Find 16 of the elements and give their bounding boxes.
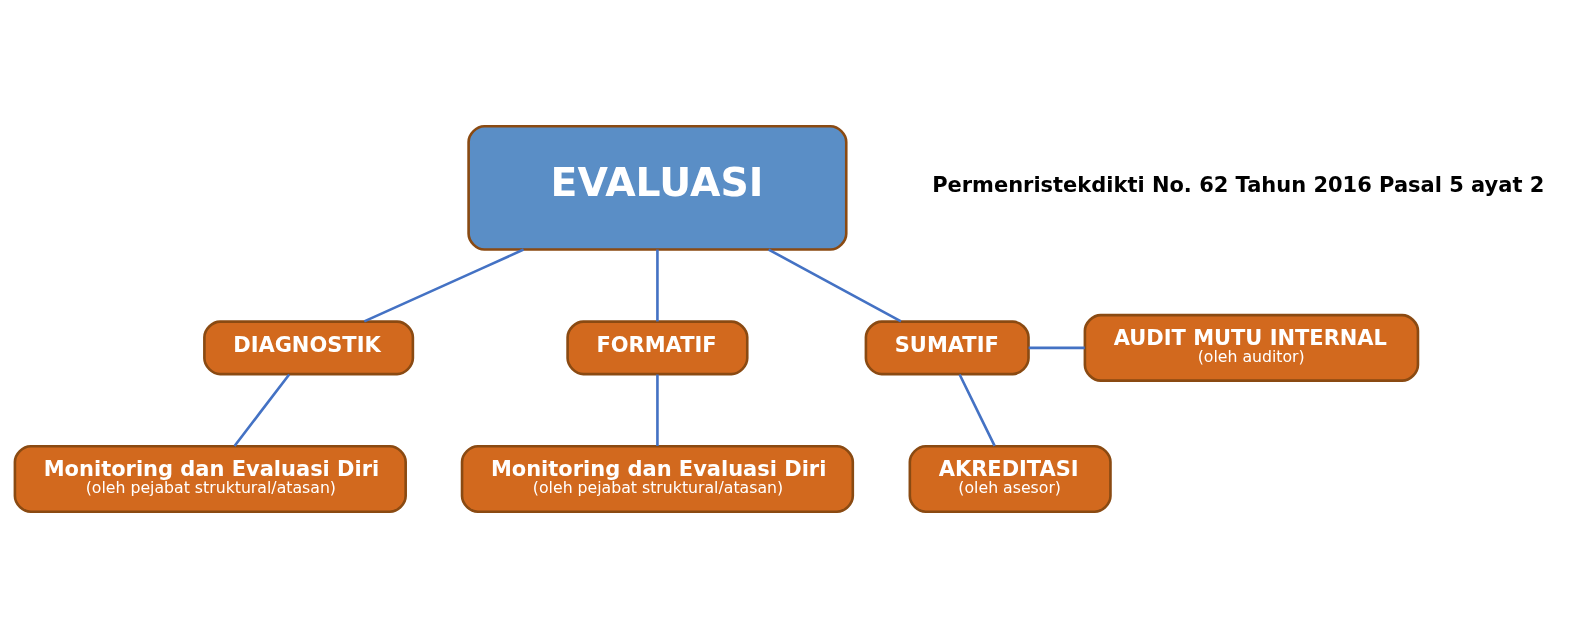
connector	[363, 248, 525, 323]
node-box: EVALUASI	[467, 124, 848, 251]
node-box: Monitoring dan Evaluasi Diri (oleh pejabat struktural/atasan)	[13, 444, 407, 514]
node-box: DIAGNOSTIK	[203, 320, 415, 376]
node-box: Monitoring dan Evaluasi Diri (oleh pejabat struktural/atasan)	[460, 444, 855, 514]
connector	[233, 373, 291, 447]
label: Permenristekdikti No. 62 Tahun 2016 Pasal 5 ayat 2	[932, 172, 1545, 197]
node-box: AKREDITASI (oleh asesor)	[908, 444, 1112, 514]
connector	[1028, 346, 1085, 350]
connector	[768, 248, 902, 323]
connector	[656, 374, 659, 446]
node-box: AUDIT MUTU INTERNAL (oleh auditor)	[1083, 313, 1420, 382]
connector	[958, 373, 996, 447]
node-box: FORMATIF	[566, 320, 749, 376]
node-box: SUMATIF	[864, 320, 1030, 376]
connector	[656, 249, 659, 322]
